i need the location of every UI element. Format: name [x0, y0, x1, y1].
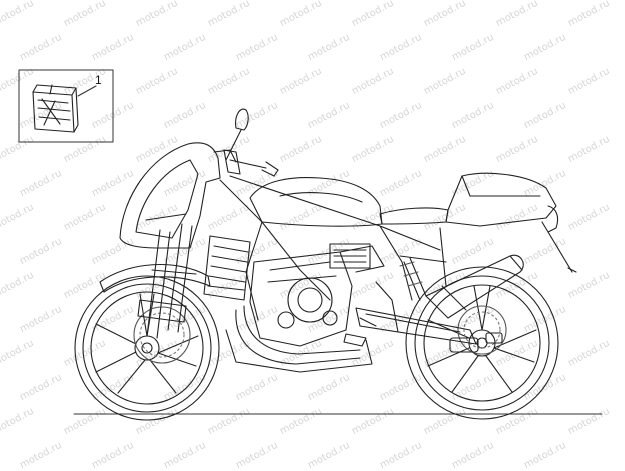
handlebar [229, 159, 279, 177]
steering-head [223, 149, 241, 175]
muffler [425, 254, 524, 319]
exhaust [225, 305, 373, 373]
callout-number: 1 [95, 73, 102, 87]
tool-bag-icon [32, 84, 79, 133]
rear-wheel [405, 266, 559, 420]
engine [249, 243, 385, 347]
seat [379, 207, 449, 225]
swingarm [355, 307, 477, 345]
front-wheel [74, 275, 220, 421]
front-fork [137, 223, 197, 339]
fairing [119, 142, 237, 249]
frame [219, 175, 447, 321]
rear-shock [403, 257, 427, 301]
mirror [225, 108, 249, 161]
kit-inset [18, 69, 114, 143]
footpeg [343, 333, 367, 347]
tail-section [445, 172, 577, 273]
fuel-tank [249, 177, 383, 227]
radiator [203, 235, 251, 301]
motorcycle-icon [74, 108, 577, 421]
